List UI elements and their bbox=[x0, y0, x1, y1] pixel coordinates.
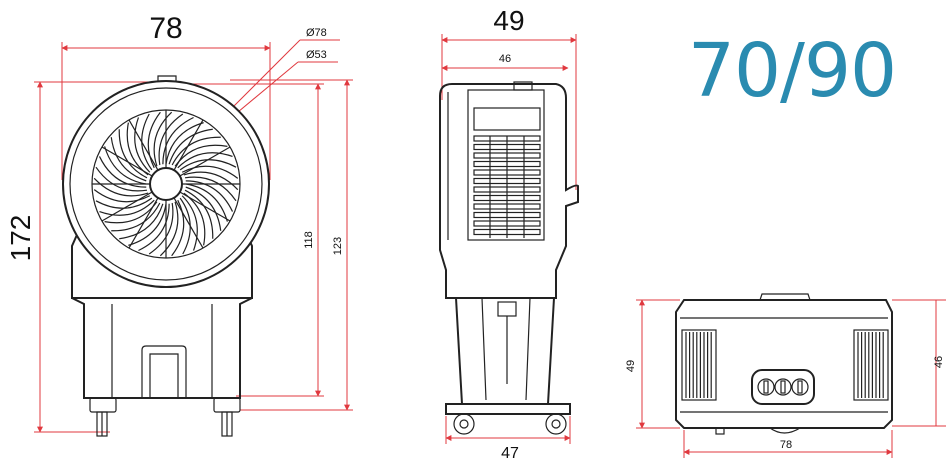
fan-blade bbox=[138, 203, 170, 252]
fan-blade bbox=[119, 203, 164, 240]
model-label: 70/90 bbox=[688, 28, 896, 114]
top-vent-left bbox=[681, 329, 717, 401]
fan-blade bbox=[111, 202, 161, 232]
side-wheel-right bbox=[545, 413, 567, 435]
fan-blade bbox=[95, 166, 148, 192]
fan-blade bbox=[147, 111, 161, 169]
fan-blade bbox=[153, 111, 173, 167]
fan-blades bbox=[93, 111, 239, 257]
fan-blade bbox=[128, 203, 167, 246]
fan-blade bbox=[148, 202, 174, 255]
side-drain-plug bbox=[497, 301, 517, 317]
fan-blade bbox=[93, 189, 151, 203]
fan-blade bbox=[177, 152, 233, 169]
fan-blade bbox=[98, 156, 147, 188]
fan-blade bbox=[159, 201, 179, 257]
fan-blade bbox=[118, 129, 148, 179]
grille-spoke bbox=[101, 191, 153, 222]
fan-grille-spokes bbox=[92, 110, 240, 258]
side-body bbox=[439, 83, 579, 299]
top-control-panel bbox=[751, 369, 815, 405]
fan-blade bbox=[93, 177, 149, 197]
grille-spoke bbox=[128, 119, 159, 171]
top-body bbox=[675, 299, 893, 429]
inner-diameter-label: Ø53 bbox=[306, 49, 327, 61]
front-caster-right bbox=[213, 397, 241, 437]
grille-spoke bbox=[179, 146, 231, 177]
side-grille bbox=[473, 135, 541, 238]
top-depth-label: 49 bbox=[625, 360, 637, 372]
side-tank bbox=[455, 297, 555, 405]
top-width-label: 78 bbox=[780, 439, 792, 451]
front-handle-recess bbox=[141, 345, 187, 398]
fan-blade bbox=[181, 165, 239, 179]
grille-spoke bbox=[173, 119, 204, 171]
front-width-label: 78 bbox=[149, 12, 182, 45]
fan-blade bbox=[171, 136, 221, 166]
side-base bbox=[445, 403, 571, 415]
fan-hub bbox=[149, 167, 183, 201]
top-vent-right bbox=[853, 329, 889, 401]
fan-blade bbox=[110, 137, 147, 182]
overall-height-label: 123 bbox=[332, 237, 344, 255]
top-grip bbox=[157, 75, 177, 82]
side-wheel-left bbox=[453, 413, 475, 435]
fan-blade bbox=[171, 199, 185, 257]
front-caster-left bbox=[89, 397, 117, 437]
side-view: 49 46 47 bbox=[439, 5, 579, 459]
fan-blade bbox=[165, 122, 204, 165]
fan-blade bbox=[162, 116, 194, 165]
fan-blade bbox=[185, 183, 228, 222]
fan-blade bbox=[168, 128, 213, 165]
grille-spoke bbox=[128, 197, 159, 249]
front-view: 78 Ø78 Ø53 172 118 123 bbox=[5, 12, 353, 437]
fan-blade bbox=[184, 176, 237, 202]
top-view: 49 78 46 bbox=[625, 293, 946, 458]
grille-spoke bbox=[179, 191, 231, 222]
grille-spoke bbox=[173, 197, 204, 249]
body-height-label: 118 bbox=[303, 231, 315, 249]
control-knob-right bbox=[791, 378, 809, 396]
outer-diameter-label: Ø78 bbox=[306, 27, 327, 39]
outer-diameter-leader bbox=[231, 39, 301, 109]
front-height-label: 172 bbox=[5, 215, 36, 262]
fan-blade bbox=[185, 186, 222, 231]
control-knob-left bbox=[757, 378, 775, 396]
side-base-label: 47 bbox=[501, 445, 519, 459]
control-knob-middle bbox=[774, 378, 792, 396]
fan-blade bbox=[99, 199, 155, 216]
fan-blade bbox=[184, 189, 214, 239]
fan-blade bbox=[185, 180, 234, 212]
fan-blade bbox=[183, 171, 239, 191]
grille-spoke bbox=[101, 146, 153, 177]
side-depth-label: 49 bbox=[493, 5, 524, 36]
fan-blade bbox=[134, 117, 151, 173]
top-right-label: 46 bbox=[933, 356, 945, 368]
side-top-knob bbox=[513, 81, 533, 91]
front-tank bbox=[71, 297, 253, 399]
side-inner-depth-label: 46 bbox=[499, 53, 511, 65]
fan-blade bbox=[158, 113, 184, 166]
fan-blade bbox=[104, 146, 147, 185]
side-filter-panel bbox=[467, 89, 545, 241]
fan-blade bbox=[181, 195, 198, 251]
